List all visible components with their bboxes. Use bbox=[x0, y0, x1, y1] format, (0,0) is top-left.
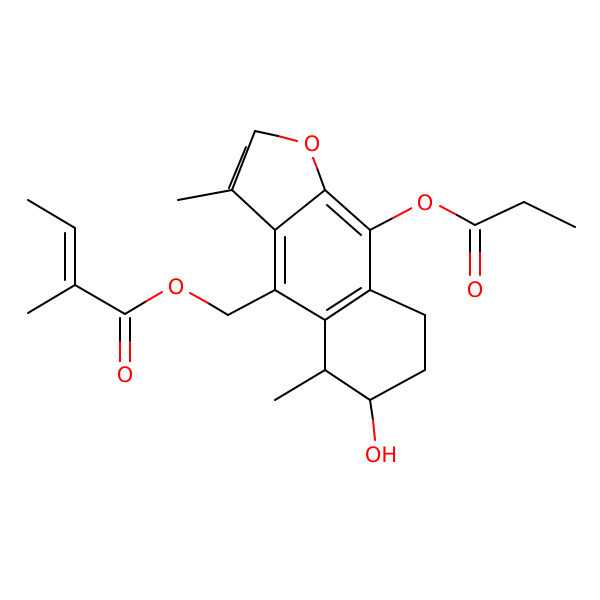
propanoate-group bbox=[369, 201, 576, 276]
bond-carbonyl-calpha bbox=[74, 284, 126, 315]
bond-o-carbonyl-red bbox=[439, 205, 458, 216]
carbonyl-oxygen-right-label: O bbox=[467, 278, 484, 302]
bond-c7a-c7-double bbox=[326, 204, 362, 236]
bond-o-carbonyl-red bbox=[144, 291, 163, 303]
bond-c8a-c4a-double bbox=[326, 287, 362, 311]
bond-carbonyl-ch2 bbox=[474, 201, 525, 226]
bond-ch2-o-red bbox=[189, 292, 209, 304]
label-bg-hydroxyl bbox=[361, 442, 401, 468]
bond-c3a-c7a bbox=[274, 189, 326, 231]
bond-cbeta-methyl bbox=[27, 199, 76, 229]
bond-c8a-c8 bbox=[369, 289, 426, 316]
bond-calpha-methyl bbox=[27, 284, 76, 314]
methylbutenoate-group bbox=[27, 199, 276, 366]
bond-o1-c2-black bbox=[254, 130, 279, 137]
hydroxyl-label: OH bbox=[365, 443, 397, 467]
atom-labels: O O O O O OH bbox=[112, 131, 488, 468]
bond-c6-oh-red bbox=[372, 419, 376, 441]
bond-c2-c3-double bbox=[228, 146, 247, 189]
label-bg-ester-o-right bbox=[412, 190, 438, 216]
bond-o-carbonyl-black bbox=[456, 214, 476, 226]
bond-c7-o-black bbox=[369, 217, 394, 231]
label-bg-carbonyl-o-right bbox=[462, 277, 488, 303]
bond-c6-c5 bbox=[324, 369, 371, 401]
bond-c7b-c6 bbox=[369, 369, 426, 401]
bond-c6-oh-black bbox=[369, 399, 374, 421]
carbonyl-oxygen-left-label: O bbox=[117, 363, 134, 387]
bond-o-carbonyl-black bbox=[124, 301, 146, 315]
furan-oxygen-label: O bbox=[304, 132, 321, 156]
bond-c7a-c7 bbox=[324, 189, 371, 231]
ester-oxygen-left-label: O bbox=[168, 275, 185, 299]
bond-c7a-o1-black bbox=[316, 167, 326, 191]
benzene-ring bbox=[274, 189, 371, 321]
bond-ch2-ch3 bbox=[523, 201, 576, 228]
bond-c7-o-red bbox=[392, 207, 413, 219]
bond-c4a-c4 bbox=[274, 289, 326, 321]
bond-c3-c3a bbox=[231, 189, 276, 231]
label-bg-carbonyl-o-left bbox=[112, 362, 138, 388]
bond-o1-c2-red bbox=[277, 135, 298, 142]
label-bg-ester-o-left bbox=[163, 274, 189, 300]
furan-ring bbox=[228, 130, 326, 231]
bond-c4-ch2 bbox=[227, 289, 276, 316]
bond-ch2-o-black bbox=[207, 302, 229, 316]
bond-methyl-c5 bbox=[274, 369, 326, 401]
substituents bbox=[177, 189, 376, 441]
cyclohexane-ring bbox=[324, 289, 426, 401]
bond-c2-c3 bbox=[231, 130, 256, 191]
bond-c8a-c4a bbox=[324, 289, 371, 321]
label-bg-furan-o bbox=[299, 131, 325, 157]
bond-methyl-c3 bbox=[177, 189, 233, 201]
ester-oxygen-right-label: O bbox=[417, 191, 434, 215]
